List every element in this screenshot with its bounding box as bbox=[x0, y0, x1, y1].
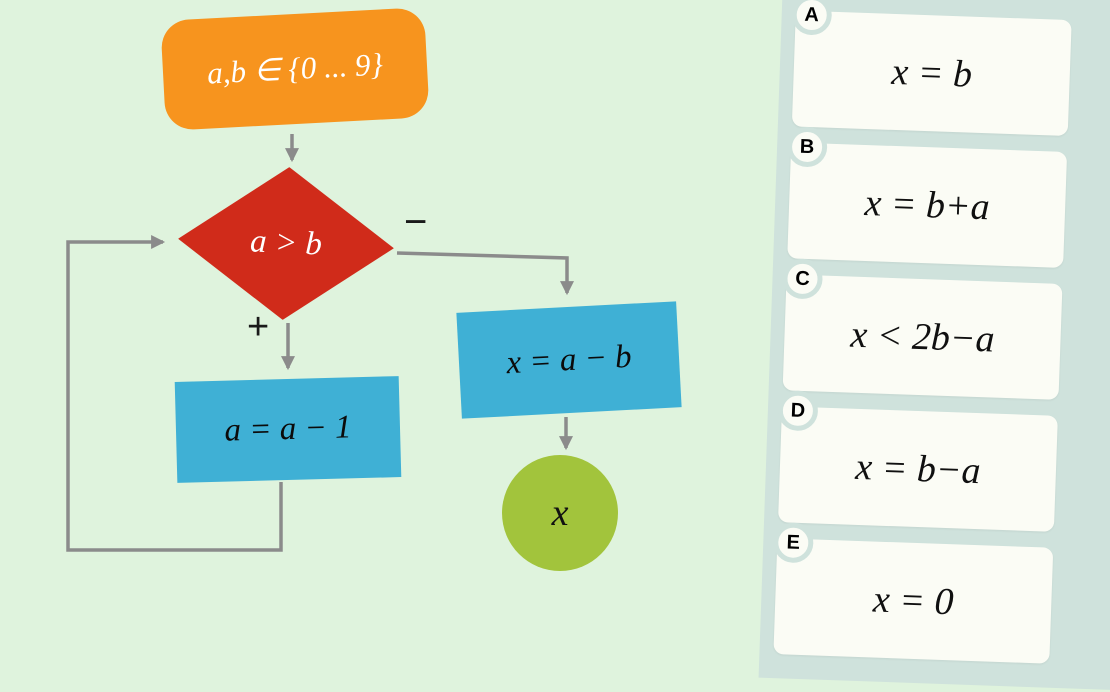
answers-panel: A x = b B x = b+a C x < 2b−a D x = b−a E… bbox=[758, 0, 1110, 692]
flow-end-label: x bbox=[551, 492, 569, 534]
minus-branch-label: − bbox=[404, 200, 428, 244]
answer-formula: x = b bbox=[890, 50, 973, 96]
answer-card-c[interactable]: C x < 2b−a bbox=[781, 258, 1063, 400]
plus-branch-label: + bbox=[247, 306, 270, 348]
quiz-page: a,b ∈ {0 ... 9} a > b − + x = a − b a = … bbox=[66, 0, 1110, 692]
answer-formula: x = b−a bbox=[854, 445, 982, 493]
connector-decision-minus-branch bbox=[396, 251, 574, 296]
flow-assign-x-node: x = a − b bbox=[456, 301, 682, 419]
answer-formula: x = b+a bbox=[863, 181, 991, 229]
answer-card-b[interactable]: B x = b+a bbox=[786, 126, 1068, 268]
flow-assign-x-label: x = a − b bbox=[505, 338, 633, 381]
flow-decision-node: a > b bbox=[175, 162, 397, 324]
flow-end-node: x bbox=[502, 455, 618, 571]
flow-decision-label: a > b bbox=[249, 223, 323, 263]
flow-start-label: a,b ∈ {0 ... 9} bbox=[206, 46, 384, 91]
flow-decrement-a-label: a = a − 1 bbox=[224, 409, 352, 449]
flow-start-node: a,b ∈ {0 ... 9} bbox=[160, 7, 430, 131]
answer-letter-badge: E bbox=[772, 522, 814, 564]
answer-letter-badge: A bbox=[791, 0, 833, 36]
answer-formula: x = 0 bbox=[872, 578, 955, 624]
flow-decrement-a-node: a = a − 1 bbox=[174, 376, 402, 483]
answer-letter-badge: B bbox=[786, 126, 828, 168]
answer-card-d[interactable]: D x = b−a bbox=[777, 390, 1058, 532]
answer-formula: x < 2b−a bbox=[849, 313, 996, 361]
answer-letter-badge: D bbox=[777, 390, 819, 432]
answer-card-a[interactable]: A x = b bbox=[791, 0, 1072, 137]
answer-letter-badge: C bbox=[781, 258, 824, 300]
answer-card-e[interactable]: E x = 0 bbox=[772, 522, 1054, 664]
